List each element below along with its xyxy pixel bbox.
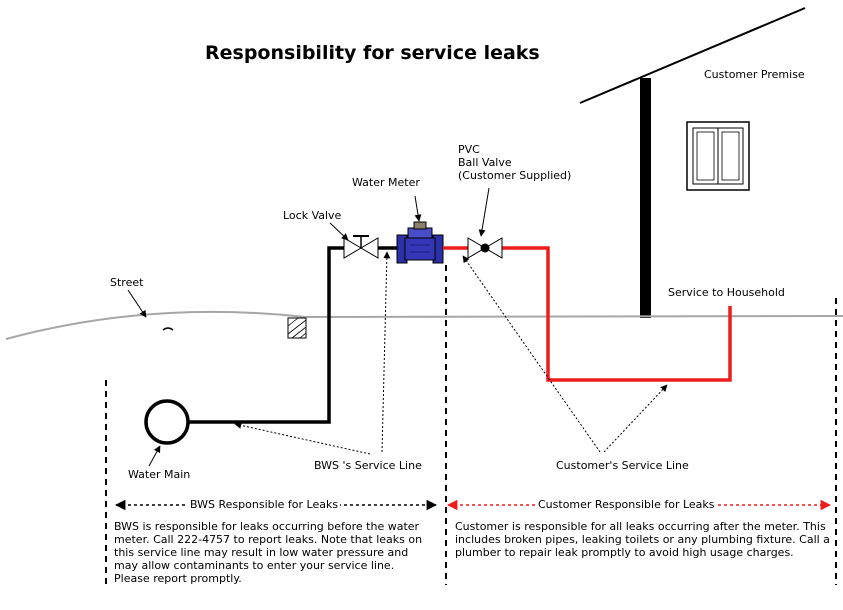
customer-line-pointer-1 [462,255,601,453]
customer-service-line-label: Customer's Service Line [556,459,689,472]
water-main-label: Water Main [128,468,191,481]
customer-line-pointer-2 [603,384,668,453]
ball-valve-label: Ball Valve [458,156,512,169]
water-main-pointer [148,445,161,467]
house-roof [579,7,806,104]
customer-service-line [502,246,732,382]
page-title: Responsibility for service leaks [205,42,540,64]
service-to-household-label: Service to Household [668,286,785,299]
customer-responsible-label: Customer Responsible for Leaks [536,498,717,511]
water-main-pipe [144,399,190,445]
street-pointer [127,289,147,318]
house-wall [640,78,651,318]
bws-line-pointer-1 [234,421,371,455]
bws-line-pointer-2 [381,251,391,453]
street-label: Street [110,276,144,289]
pvc-label: PVC [458,143,480,156]
customer-supplied-label: (Customer Supplied) [458,169,572,182]
water-meter-pointer [414,195,422,222]
street-ground-line [5,310,843,340]
meter-box [287,317,307,339]
house-window [686,121,750,191]
lock-valve [343,235,379,259]
lock-valve-label: Lock Valve [283,209,342,222]
ball-valve-pointer [478,187,490,237]
bws-service-line-label: BWS 's Service Line [314,459,422,472]
customer-responsibility-text: Customer is responsible for all leaks oc… [455,520,830,559]
water-meter-label: Water Meter [352,176,420,189]
bws-service-line [188,246,344,424]
street-mark [162,327,174,331]
customer-premise-label: Customer Premise [704,68,805,81]
ball-valve [467,237,503,259]
water-meter [396,221,444,264]
bws-responsible-label: BWS Responsible for Leaks [188,498,341,511]
lock-valve-pointer [329,222,349,241]
bws-responsibility-text: BWS is responsible for leaks occurring b… [114,520,423,585]
